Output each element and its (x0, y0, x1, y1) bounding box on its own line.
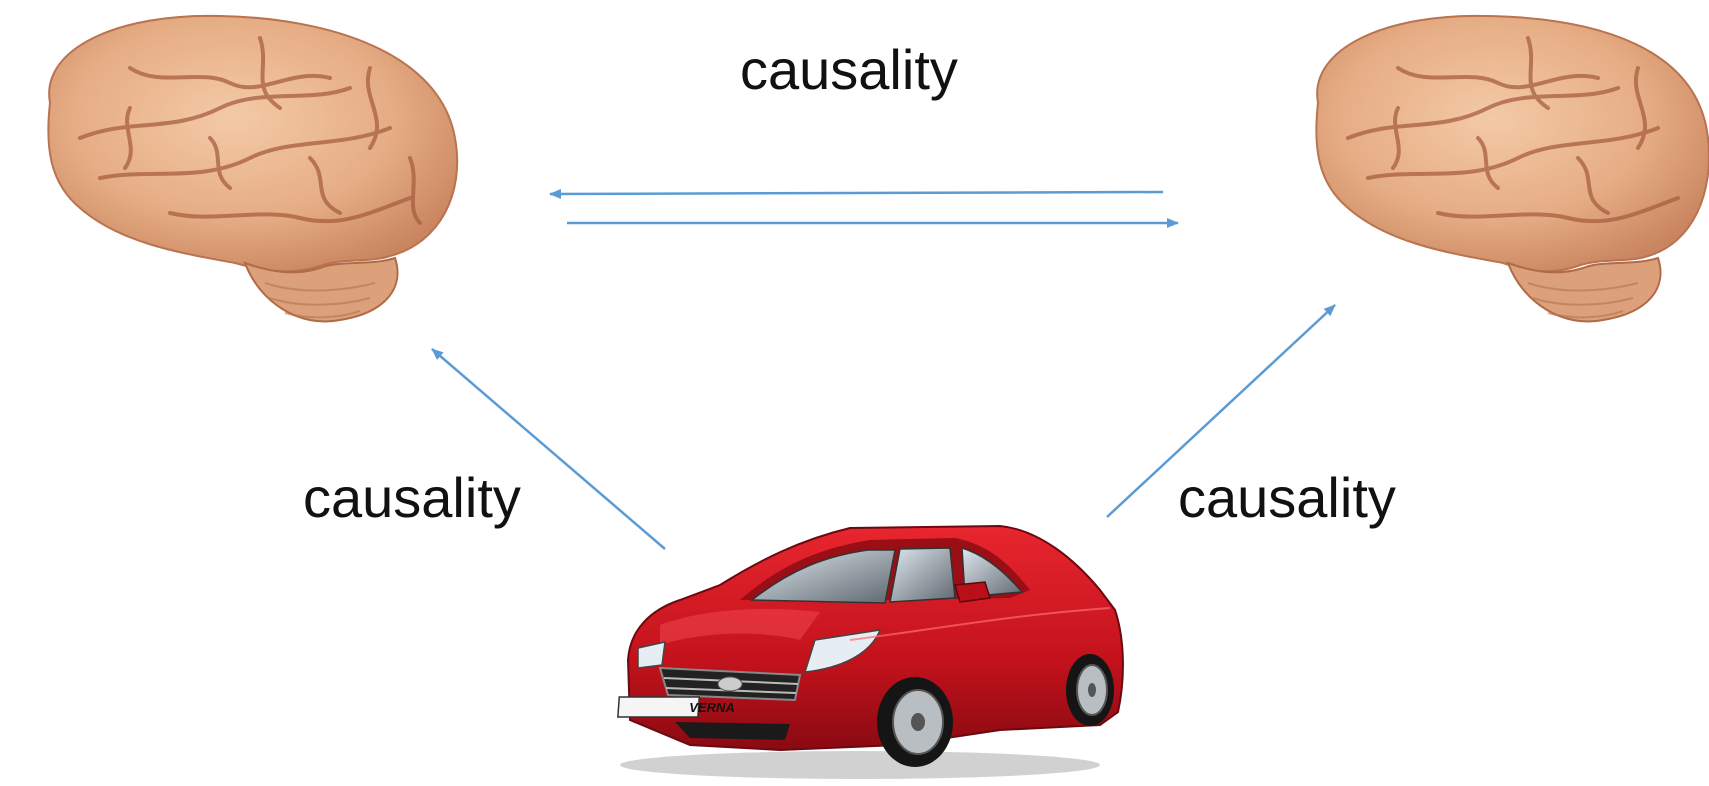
causality-label-right: causality (1178, 466, 1396, 529)
brain-left-icon (47, 14, 459, 323)
causality-label-top: causality (740, 38, 958, 101)
arrow-right-to-left (549, 188, 1164, 199)
front-wheel (877, 677, 953, 767)
car-badge-text: VERNA (689, 700, 735, 715)
rear-wheel (1066, 654, 1114, 726)
causality-label-left: causality (303, 466, 521, 529)
arrow-car-to-right-brain (1106, 304, 1336, 518)
brain-right-icon (1315, 14, 1709, 323)
arrow-car-to-left-brain (431, 348, 666, 550)
car-icon: VERNA (617, 524, 1124, 779)
